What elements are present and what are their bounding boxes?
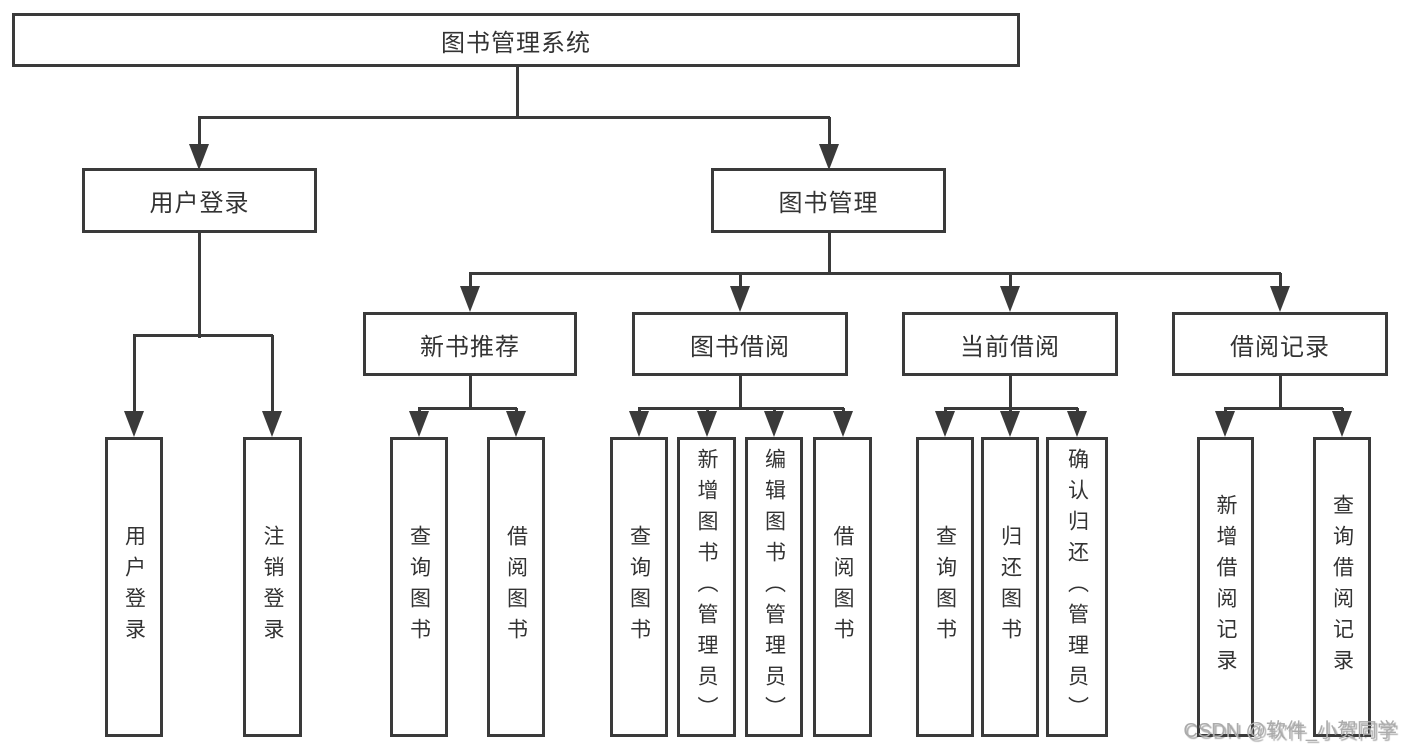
node-book-borrowing: 图书借阅 <box>632 312 848 376</box>
arrowhead-down-icon <box>506 411 526 437</box>
connector-split <box>638 407 844 410</box>
leaf-label: 查询图书 <box>933 525 957 649</box>
leaf-label: 查询图书 <box>627 525 651 649</box>
arrowhead-down-icon <box>189 144 209 170</box>
node-borrowing-records: 借阅记录 <box>1172 312 1388 376</box>
leaf-query-books-borrowing: 查询图书 <box>610 437 668 737</box>
connector-stem <box>516 67 519 119</box>
node-new-book-recommendation: 新书推荐 <box>363 312 577 376</box>
connector-split <box>198 116 830 119</box>
arrow-shaft <box>1009 273 1012 288</box>
arrow-shaft <box>1224 408 1227 413</box>
arrow-shaft <box>1279 273 1282 288</box>
arrow-shaft <box>198 117 201 146</box>
leaf-query-books-current: 查询图书 <box>916 437 974 737</box>
connector-split <box>469 272 1281 275</box>
connector-stem <box>739 376 742 410</box>
arrowhead-down-icon <box>629 411 649 437</box>
leaf-label: 归还图书 <box>998 525 1022 649</box>
node-label: 新书推荐 <box>420 333 520 361</box>
leaf-label: 用户登录 <box>122 525 146 649</box>
arrowhead-down-icon <box>697 411 717 437</box>
arrowhead-down-icon <box>460 286 480 312</box>
arrow-shaft <box>1076 408 1079 413</box>
leaf-confirm-return-admin: 确认归还（管理员） <box>1046 437 1108 737</box>
node-book-management: 图书管理 <box>711 168 946 233</box>
leaf-query-books-recommend: 查询图书 <box>390 437 448 737</box>
node-label: 借阅记录 <box>1230 333 1330 361</box>
leaf-label: 查询借阅记录 <box>1330 494 1354 680</box>
leaf-add-borrow-record: 新增借阅记录 <box>1197 437 1254 737</box>
leaf-label: 注销登录 <box>261 525 284 649</box>
leaf-query-borrow-record: 查询借阅记录 <box>1313 437 1371 737</box>
arrowhead-down-icon <box>1000 286 1020 312</box>
arrow-shaft <box>271 335 274 413</box>
arrow-shaft <box>706 408 709 413</box>
watermark: CSDN @软件_小贺同学 <box>1183 720 1397 742</box>
arrowhead-down-icon <box>1215 411 1235 437</box>
node-user-login: 用户登录 <box>82 168 317 233</box>
arrowhead-down-icon <box>935 411 955 437</box>
connector-split <box>133 334 273 337</box>
connector-stem <box>469 376 472 410</box>
arrowhead-down-icon <box>409 411 429 437</box>
arrowhead-down-icon <box>819 144 839 170</box>
arrow-shaft <box>1341 408 1344 413</box>
arrow-shaft <box>944 408 947 413</box>
leaf-label: 查询图书 <box>407 525 431 649</box>
node-label: 图书管理系统 <box>441 29 591 57</box>
arrow-shaft <box>773 408 776 413</box>
arrowhead-down-icon <box>1067 411 1087 437</box>
leaf-label: 借阅图书 <box>831 525 854 649</box>
leaf-add-book-admin: 新增图书（管理员） <box>677 437 736 737</box>
leaf-label: 确认归还（管理员） <box>1065 447 1089 727</box>
node-label: 图书借阅 <box>690 333 790 361</box>
node-label: 图书管理 <box>778 190 879 217</box>
arrow-shaft <box>842 408 845 413</box>
leaf-label: 新增图书（管理员） <box>695 447 718 727</box>
arrowhead-down-icon <box>124 411 144 437</box>
arrow-shaft <box>469 273 472 288</box>
arrowhead-down-icon <box>1270 286 1290 312</box>
leaf-label: 借阅图书 <box>504 525 528 649</box>
node-current-borrowing: 当前借阅 <box>902 312 1118 376</box>
connector-stem <box>198 233 201 338</box>
arrow-shaft <box>828 117 831 146</box>
connector-stem <box>828 233 831 275</box>
leaf-return-book: 归还图书 <box>981 437 1039 737</box>
arrowhead-down-icon <box>833 411 853 437</box>
connector-stem <box>1279 376 1282 410</box>
node-label: 当前借阅 <box>960 333 1060 361</box>
connector-split <box>418 407 517 410</box>
arrowhead-down-icon <box>262 411 282 437</box>
arrowhead-down-icon <box>1000 411 1020 437</box>
leaf-edit-book-admin: 编辑图书（管理员） <box>745 437 803 737</box>
leaf-borrow-books-recommend: 借阅图书 <box>487 437 545 737</box>
arrow-shaft <box>1009 408 1012 413</box>
node-library-system: 图书管理系统 <box>12 13 1020 67</box>
connector-split <box>1224 407 1343 410</box>
leaf-label: 编辑图书（管理员） <box>762 447 786 727</box>
leaf-logout: 注销登录 <box>243 437 302 737</box>
arrow-shaft <box>133 335 136 413</box>
arrow-shaft <box>418 408 421 413</box>
arrow-shaft <box>739 273 742 288</box>
arrow-shaft <box>515 408 518 413</box>
arrowhead-down-icon <box>1332 411 1352 437</box>
arrowhead-down-icon <box>764 411 784 437</box>
leaf-borrow-books-borrowing: 借阅图书 <box>813 437 872 737</box>
arrowhead-down-icon <box>730 286 750 312</box>
leaf-label: 新增借阅记录 <box>1214 494 1237 680</box>
arrow-shaft <box>638 408 641 413</box>
leaf-user-login: 用户登录 <box>105 437 163 737</box>
node-label: 用户登录 <box>149 190 250 217</box>
connector-stem <box>1009 376 1012 410</box>
